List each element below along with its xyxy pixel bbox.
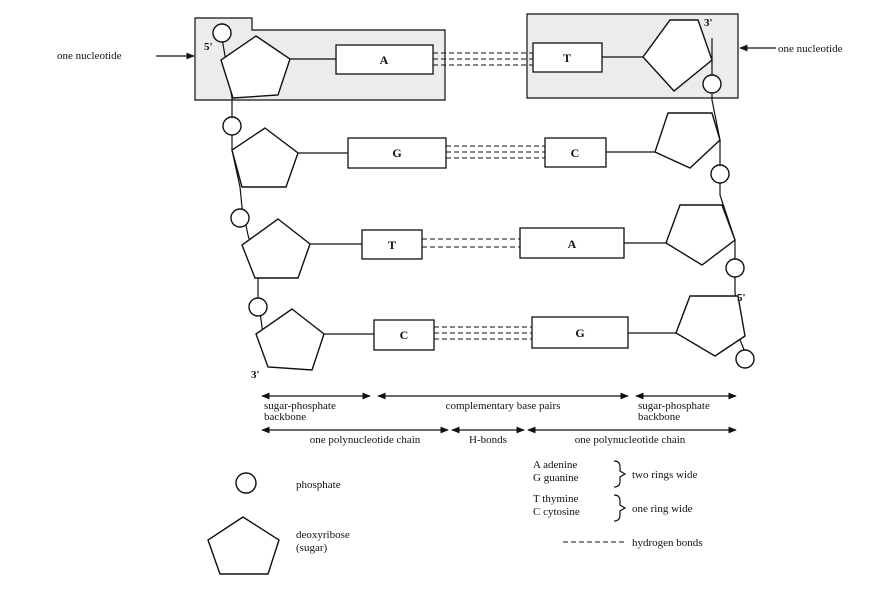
legend-guanine: G guanine xyxy=(533,472,579,484)
deoxyribose-left-1 xyxy=(220,35,291,99)
base-box-right-4 xyxy=(531,316,629,349)
base-box-left-4 xyxy=(373,319,435,351)
one-nucleotide-label-left: one nucleotide xyxy=(57,50,122,62)
base-box-right-3 xyxy=(519,227,625,259)
backbone-right-label-2: backbone xyxy=(638,411,680,423)
legend-adenine: A adenine xyxy=(533,459,577,471)
deoxyribose-right-2 xyxy=(654,112,721,169)
prime-5-bottom: 5' xyxy=(737,292,746,304)
hydrogen-bond-row-2 xyxy=(446,145,545,159)
base-left-2: G xyxy=(392,146,401,160)
phosphate-right-4 xyxy=(735,349,755,369)
hydrogen-bond-row-4 xyxy=(434,326,532,340)
legend-purine-desc: two rings wide xyxy=(632,469,698,481)
backbone-left-label-2: backbone xyxy=(264,411,306,423)
phosphate-right-1 xyxy=(702,74,722,94)
legend-pyrimidine-brace xyxy=(613,494,627,522)
legend-deoxyribose-label-2: (sugar) xyxy=(296,542,327,554)
legend-thymine: T thymine xyxy=(533,493,578,505)
legend-cytosine: C cytosine xyxy=(533,506,580,518)
backbone-left-label-1: sugar-phosphate xyxy=(264,400,336,412)
hbonds-label: H-bonds xyxy=(469,434,507,446)
base-right-2: C xyxy=(571,146,580,160)
base-box-left-2 xyxy=(347,137,447,169)
phosphate-left-2 xyxy=(222,116,242,136)
deoxyribose-right-1 xyxy=(642,19,713,92)
base-left-4: C xyxy=(400,328,409,342)
base-box-right-1 xyxy=(532,42,603,73)
prime-3-top: 3' xyxy=(704,17,713,29)
deoxyribose-right-4 xyxy=(675,295,746,357)
legend-deoxyribose-label-1: deoxyribose xyxy=(296,529,350,541)
legend-phosphate-label: phosphate xyxy=(296,479,341,491)
base-right-4: G xyxy=(575,326,584,340)
phosphate-right-2 xyxy=(710,164,730,184)
base-box-right-2 xyxy=(544,137,607,168)
prime-5-top: 5' xyxy=(204,41,213,53)
chain-left-label: one polynucleotide chain xyxy=(310,434,421,446)
phosphate-left-4 xyxy=(248,297,268,317)
one-nucleotide-label-right: one nucleotide xyxy=(778,43,843,55)
legend-deoxyribose-icon xyxy=(207,516,280,575)
backbone-right-label-1: sugar-phosphate xyxy=(638,400,710,412)
deoxyribose-left-2 xyxy=(231,127,299,188)
phosphate-left-3 xyxy=(230,208,250,228)
hydrogen-bond-row-1 xyxy=(433,52,533,66)
deoxyribose-left-3 xyxy=(241,218,311,279)
phosphate-left-1 xyxy=(212,23,232,43)
deoxyribose-right-3 xyxy=(665,204,736,266)
hydrogen-bond-row-3 xyxy=(422,238,520,248)
complementary-label: complementary base pairs xyxy=(446,400,561,412)
base-box-left-3 xyxy=(361,229,423,260)
legend-phosphate-icon xyxy=(235,472,257,494)
chain-right-label: one polynucleotide chain xyxy=(575,434,686,446)
prime-3-bottom: 3' xyxy=(251,369,260,381)
deoxyribose-left-4 xyxy=(255,308,325,371)
legend-pyrimidine-desc: one ring wide xyxy=(632,503,693,515)
base-right-1: T xyxy=(563,51,571,65)
phosphate-right-3 xyxy=(725,258,745,278)
base-left-1: A xyxy=(380,53,389,67)
base-left-3: T xyxy=(388,238,396,252)
base-box-left-1 xyxy=(335,44,434,75)
legend-hydrogen-bonds-label: hydrogen bonds xyxy=(632,537,703,549)
legend-purine-brace xyxy=(613,460,627,488)
base-right-3: A xyxy=(568,237,577,251)
